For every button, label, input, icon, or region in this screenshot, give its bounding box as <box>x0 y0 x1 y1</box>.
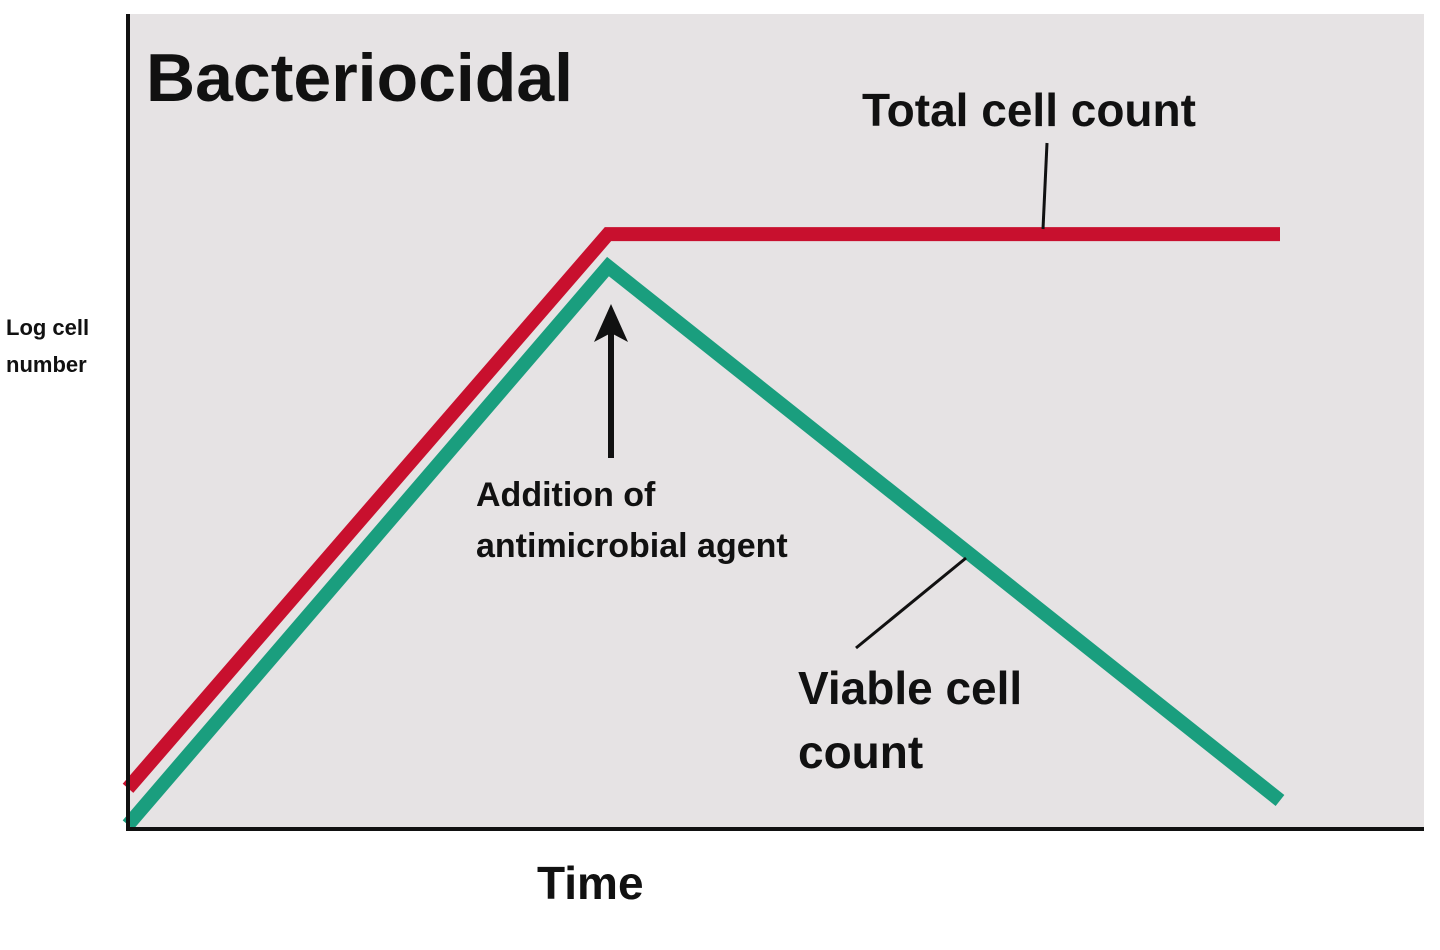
series-line-viable-cell-count <box>122 256 1285 830</box>
x-axis-label: Time <box>537 857 644 909</box>
series-label-viable-line-1: Viable cell <box>798 662 1022 714</box>
annotation-line-2: antimicrobial agent <box>476 527 788 565</box>
series-line-total-cell-count <box>122 227 1280 793</box>
y-axis-label-line-2: number <box>6 352 87 377</box>
chart-title: Bacteriocidal <box>146 40 573 116</box>
annotation-line-1: Addition of <box>476 476 656 514</box>
series-layer <box>122 227 1285 830</box>
annotation-arrow <box>594 304 628 458</box>
series-label-total-line: Total cell count <box>862 84 1196 136</box>
viable-count-leader-line <box>855 556 967 650</box>
series-label-total: Total cell count <box>862 84 1196 136</box>
series-label-viable-line-2: count <box>798 726 923 778</box>
series-label-viable: Viable cell count <box>798 662 1035 778</box>
total-count-leader-line <box>1041 142 1049 230</box>
annotation-text: Addition of antimicrobial agent <box>476 476 788 565</box>
y-axis-label-line-1: Log cell <box>6 315 89 340</box>
plot-area <box>128 14 1424 829</box>
y-axis-label: Log cell number <box>6 315 95 377</box>
